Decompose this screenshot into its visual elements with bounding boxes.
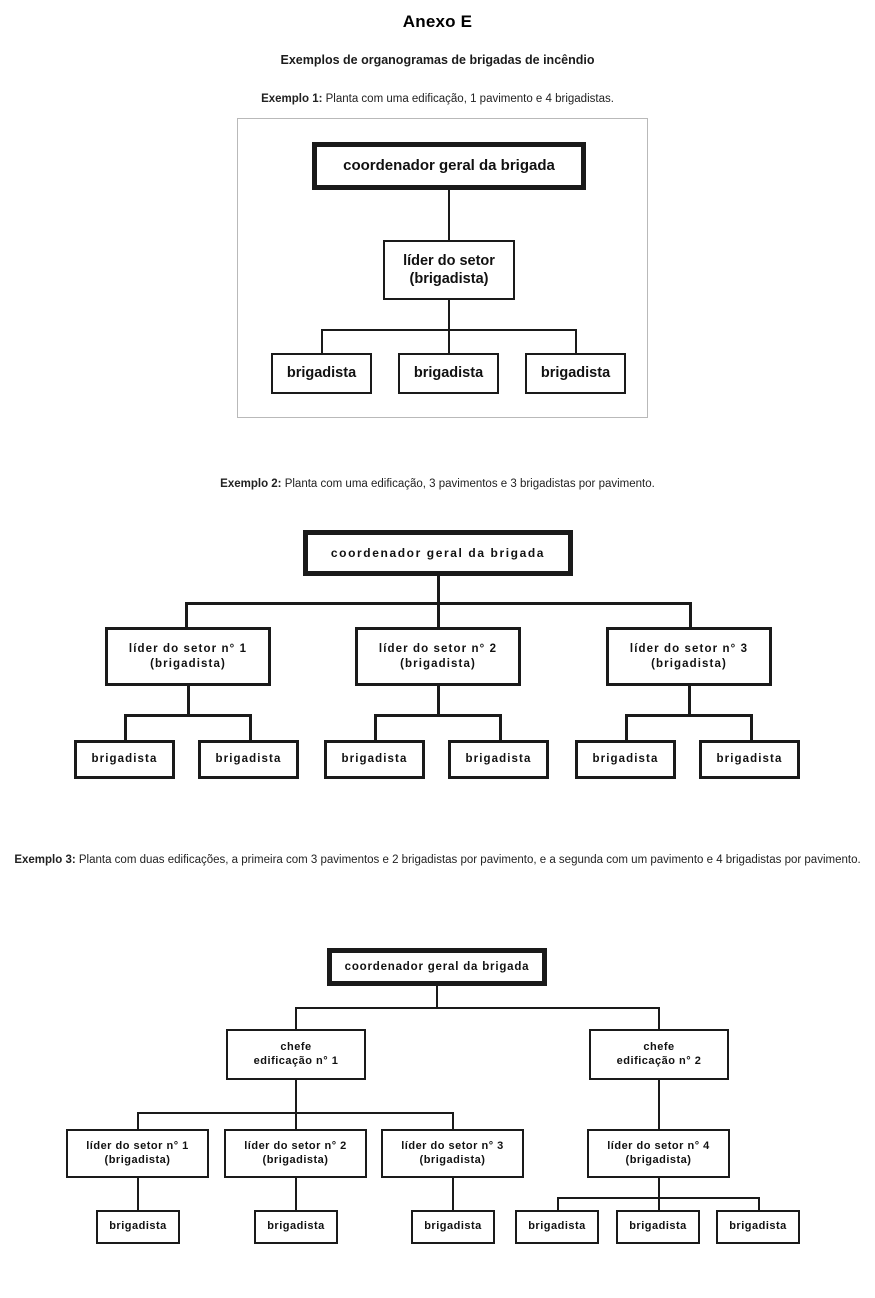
caption-example-2-label: Exemplo 2:: [220, 478, 282, 490]
node-lider-setor-2-1-line2: (brigadista): [150, 657, 226, 670]
connector-root-to-leader-1: [448, 190, 450, 240]
node-brigadista-2-5: brigadista: [575, 740, 676, 779]
node-lider-setor-2-1: líder do setor n° 1 (brigadista): [105, 627, 271, 686]
connector-b1-drop-2-3: [295, 1112, 297, 1130]
node-brigadista-3-2: brigadista: [254, 1210, 338, 1244]
org-chart-example-2: coordenador geral da brigada líder do se…: [74, 530, 800, 779]
connector-s4-drop-1-3: [557, 1197, 559, 1211]
connector-bus-3: [295, 1007, 660, 1009]
caption-example-2: Exemplo 2: Planta com uma edificação, 3 …: [0, 478, 875, 490]
caption-example-3-text: Planta com duas edificações, a primeira …: [75, 854, 861, 866]
connector-building2-down-3: [658, 1080, 660, 1130]
node-brigadista-1-1: brigadista: [271, 353, 372, 394]
node-lider-setor-3-2: líder do setor n° 2 (brigadista): [224, 1129, 367, 1178]
connector-subbus-1-right-2: [249, 714, 252, 741]
org-chart-example-1: coordenador geral da brigada líder do se…: [0, 0, 875, 440]
caption-example-1-label: Exemplo 1:: [261, 93, 323, 105]
connector-sector4-down-3: [658, 1178, 660, 1198]
caption-example-1: Exemplo 1: Planta com uma edificação, 1 …: [0, 93, 875, 105]
connector-bus-left-3: [295, 1007, 297, 1030]
connector-subbus-2-right-2: [499, 714, 502, 741]
node-lider-setor-2-3-line1: líder do setor n° 3: [629, 643, 749, 656]
connector-sector3-leaf-3: [452, 1178, 454, 1211]
node-brigadista-2-4: brigadista: [448, 740, 549, 779]
node-chefe-edificacao-2: chefe edificação n° 2: [589, 1029, 729, 1080]
node-lider-setor-3-4-line1: líder do setor n° 4: [607, 1139, 710, 1152]
caption-example-3-label: Exemplo 3:: [14, 854, 76, 866]
node-chefe-edificacao-1: chefe edificação n° 1: [226, 1029, 366, 1080]
caption-example-3: Exemplo 3: Planta com duas edificações, …: [8, 852, 867, 869]
node-lider-setor-2-3: líder do setor n° 3 (brigadista): [606, 627, 772, 686]
connector-building1-down-3: [295, 1080, 297, 1113]
connector-sector2-down-2: [437, 686, 440, 715]
node-brigadista-2-3: brigadista: [324, 740, 425, 779]
node-brigadista-3-3: brigadista: [411, 1210, 495, 1244]
node-lider-setor-3-2-line2: (brigadista): [262, 1153, 329, 1166]
node-chefe-edificacao-2-line1: chefe: [643, 1040, 675, 1053]
connector-subbus-1-2: [124, 714, 252, 717]
node-lider-setor-3-1-line2: (brigadista): [104, 1153, 171, 1166]
node-lider-setor-3-3-line1: líder do setor n° 3: [401, 1139, 504, 1152]
node-lider-do-setor-1-line2: (brigadista): [409, 271, 489, 287]
node-chefe-edificacao-2-line2: edificação n° 2: [616, 1054, 702, 1067]
node-brigadista-1-2: brigadista: [398, 353, 499, 394]
node-chefe-edificacao-1-line2: edificação n° 1: [253, 1054, 339, 1067]
connector-sector1-leaf-3: [137, 1178, 139, 1211]
node-brigadista-1-3: brigadista: [525, 353, 626, 394]
node-lider-setor-3-3: líder do setor n° 3 (brigadista): [381, 1129, 524, 1178]
connector-root-down-3: [436, 986, 438, 1008]
node-lider-setor-3-4-line2: (brigadista): [625, 1153, 692, 1166]
node-coordenador-geral-3: coordenador geral da brigada: [327, 948, 547, 986]
connector-leader-down-1: [448, 300, 450, 330]
connector-subbus-2-left-2: [374, 714, 377, 741]
node-lider-setor-3-3-line2: (brigadista): [419, 1153, 486, 1166]
node-brigadista-3-1: brigadista: [96, 1210, 180, 1244]
connector-bus-drop-left-1: [321, 329, 323, 353]
node-coordenador-geral-2: coordenador geral da brigada: [303, 530, 573, 576]
connector-bus-drop-right-2: [689, 602, 692, 628]
connector-bus-drop-mid-2: [437, 602, 440, 628]
node-brigadista-3-6: brigadista: [716, 1210, 800, 1244]
node-brigadista-2-2: brigadista: [198, 740, 299, 779]
node-brigadista-3-4: brigadista: [515, 1210, 599, 1244]
connector-b1-drop-1-3: [137, 1112, 139, 1130]
node-brigadista-2-1: brigadista: [74, 740, 175, 779]
node-lider-setor-3-2-line1: líder do setor n° 2: [244, 1139, 347, 1152]
connector-sector2-leaf-3: [295, 1178, 297, 1211]
connector-subbus-3-right-2: [750, 714, 753, 741]
connector-bus-right-3: [658, 1007, 660, 1030]
node-coordenador-geral-1: coordenador geral da brigada: [312, 142, 586, 190]
node-lider-setor-2-1-line1: líder do setor n° 1: [128, 643, 248, 656]
node-lider-setor-2-2-line2: (brigadista): [400, 657, 476, 670]
connector-subbus-1-left-2: [124, 714, 127, 741]
node-lider-do-setor-1-line1: líder do setor: [403, 252, 495, 269]
node-lider-setor-2-2-line1: líder do setor n° 2: [378, 643, 498, 656]
node-brigadista-3-5: brigadista: [616, 1210, 700, 1244]
node-lider-setor-3-1-line1: líder do setor n° 1: [86, 1139, 189, 1152]
connector-bus-drop-right-1: [575, 329, 577, 353]
connector-bus-drop-mid-1: [448, 329, 450, 353]
connector-sector3-down-2: [688, 686, 691, 715]
node-lider-setor-2-2: líder do setor n° 2 (brigadista): [355, 627, 521, 686]
connector-b1-drop-3-3: [452, 1112, 454, 1130]
node-lider-do-setor-1: líder do setor (brigadista): [383, 240, 515, 300]
node-lider-setor-3-1: líder do setor n° 1 (brigadista): [66, 1129, 209, 1178]
connector-subbus-3-left-2: [625, 714, 628, 741]
node-lider-setor-2-3-line2: (brigadista): [651, 657, 727, 670]
connector-s4-drop-2-3: [658, 1197, 660, 1211]
connector-bus-drop-left-2: [185, 602, 188, 628]
connector-subbus-3-2: [625, 714, 753, 717]
connector-root-down-2: [437, 576, 440, 603]
node-chefe-edificacao-1-line1: chefe: [280, 1040, 312, 1053]
node-brigadista-2-6: brigadista: [699, 740, 800, 779]
page-title: Anexo E: [402, 12, 473, 31]
caption-example-1-text: Planta com uma edificação, 1 pavimento e…: [322, 93, 614, 105]
connector-subbus-2-2: [374, 714, 502, 717]
page-subtitle: Exemplos de organogramas de brigadas de …: [280, 53, 595, 67]
node-lider-setor-3-4: líder do setor n° 4 (brigadista): [587, 1129, 730, 1178]
caption-example-2-text: Planta com uma edificação, 3 pavimentos …: [281, 478, 655, 490]
connector-s4-drop-3-3: [758, 1197, 760, 1211]
connector-sector1-down-2: [187, 686, 190, 715]
